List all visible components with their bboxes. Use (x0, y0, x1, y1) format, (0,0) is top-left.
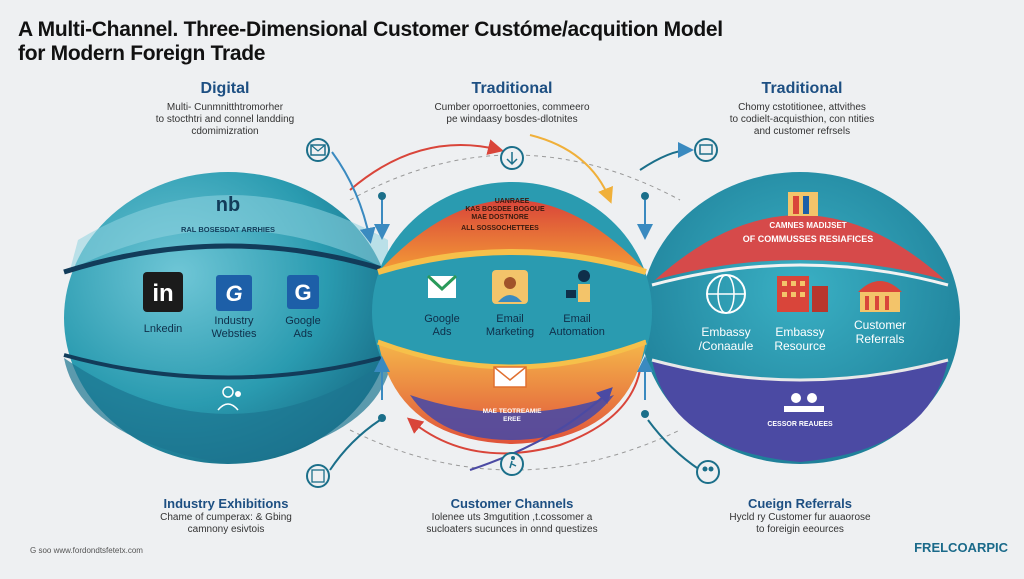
desc-line: to foreigin eeources (756, 524, 844, 535)
desc-line: sucloaters sucunces in onnd questizes (426, 524, 598, 535)
page-title: A Multi-Channel. Three-Dimensional Custo… (18, 18, 723, 66)
building-icon (777, 276, 828, 312)
center-top-line-3: MAE DOSTNORE (471, 214, 529, 221)
user-group-icon (217, 386, 241, 411)
center-top-line-4: ALL SOSSOCHETTEES (461, 225, 539, 232)
industry-icon: G (216, 275, 252, 311)
footer-brand: FRELCOARPIC (914, 540, 1008, 555)
title-line-2: for Modern Foreign Trade (18, 42, 266, 65)
desc-line: Chame of cumperax: & Gbing (160, 512, 292, 523)
google-label-2: Ads (294, 328, 313, 340)
arrow-left-top (331, 151, 376, 244)
desc-line: Multi- Cunmnitthtromorher (166, 102, 284, 113)
arrow-red-top (349, 139, 504, 191)
left-sphere (63, 172, 393, 464)
email-marketing-icon (492, 270, 528, 304)
bottom-heading-2: Customer Channels (450, 496, 574, 511)
google-label-1: Google (285, 315, 320, 327)
arrow-right-bottom (647, 419, 701, 471)
arrow-yellow-top (529, 134, 613, 204)
right-band-line-2: OF COMMUSSES RESIAFICES (743, 234, 874, 244)
bottom-desc-1: Chame of cumperax: & Gbing camnony esivt… (111, 512, 341, 536)
bottom-heading-3: Cueign Referrals (747, 496, 853, 511)
center-item-3-label-1: Email (563, 313, 591, 325)
center-item-2-label-1: Email (496, 313, 524, 325)
right-bottom-label: CESSOR REAUEES (767, 421, 833, 428)
desc-line: cdomimizration (191, 126, 259, 137)
right-item-1-label-2: /Conaaule (699, 339, 754, 353)
center-item-3-label-2: Automation (549, 326, 605, 338)
title-line-1: A Multi-Channel. Three-Dimensional Custo… (18, 18, 723, 41)
center-bottom-line-1: MAE TEOTREAMIE (483, 408, 543, 415)
left-logo: nb (216, 194, 240, 216)
footer-url: G soo www.fordondtsfetetx.com (30, 546, 143, 555)
column-heading-digital: Digital (200, 80, 250, 97)
desc-line: Cumber oporroettonies, commeero (434, 102, 590, 113)
desc-line: Chomy cstotitionee, attvithes (738, 102, 866, 113)
linkedin-icon: in (143, 272, 183, 312)
industry-label-1: Industry (214, 315, 254, 327)
svg-text:G: G (225, 281, 242, 306)
bottom-heading-1: Industry Exhibitions (163, 496, 289, 511)
desc-line: Hycld ry Customer fur auaorose (729, 512, 871, 523)
svg-text:G: G (294, 280, 311, 305)
industry-label-2: Websties (211, 328, 257, 340)
google-ads-icon: G (287, 275, 319, 309)
center-top-line-1: UANRAEE (495, 198, 530, 205)
column-desc-traditional-1: Cumber oporroettonies, commeero pe winda… (397, 102, 627, 126)
linkedin-label: Lnkedin (144, 323, 183, 335)
center-bottom-line-2: EREE (503, 416, 521, 423)
people-node-icon (696, 460, 720, 484)
gmail-icon (426, 274, 458, 298)
center-sphere (372, 182, 652, 444)
runner-node-icon (500, 452, 524, 476)
column-heading-traditional-2: Traditional (761, 80, 843, 97)
right-item-2-label-1: Embassy (775, 325, 824, 339)
email-automation-icon (566, 270, 590, 302)
column-heading-traditional-1: Traditional (471, 80, 553, 97)
desc-line: to stocthtri and connel landding (155, 114, 295, 125)
certificate-icon (788, 192, 818, 216)
right-band-line-1: CAMNES MADIJSET (769, 221, 846, 230)
right-item-1-label-1: Embassy (701, 325, 750, 339)
museum-icon (858, 281, 902, 312)
center-top-line-2: KAS BOSDEE BOGOUE (465, 206, 545, 213)
left-band-label: RAL BOSESDAT ARRHIES (181, 225, 275, 234)
desc-line: pe windaasy bosdes-dlotnites (446, 114, 578, 125)
bottom-desc-3: Hycld ry Customer fur auaorose to foreig… (685, 512, 915, 536)
center-item-1-label-2: Ads (433, 326, 452, 338)
svg-text:in: in (152, 280, 173, 307)
envelope-icon (493, 366, 527, 388)
column-desc-digital: Multi- Cunmnitthtromorher to stocthtri a… (110, 102, 340, 138)
desc-line: and customer refrsels (753, 126, 851, 137)
desc-line: to codielt-acquisthion, con ntities (729, 114, 875, 125)
arrow-right-top (639, 142, 694, 171)
arrow-purple-bottom (469, 387, 613, 471)
right-item-3-label-1: Customer (854, 318, 906, 332)
book-node-icon (694, 138, 718, 162)
globe-icon (706, 274, 746, 314)
bottom-desc-2: Iolenee uts 3mgutition ,t.cossomer a suc… (397, 512, 627, 536)
mail-node-icon (306, 138, 330, 162)
down-node-icon (500, 146, 524, 170)
right-item-3-label-2: Referrals (856, 332, 905, 346)
meeting-icon (784, 393, 824, 412)
column-desc-traditional-2: Chomy cstotitionee, attvithes to codielt… (687, 102, 917, 138)
center-item-2-label-2: Marketing (486, 326, 534, 338)
center-item-1-label-1: Google (424, 313, 459, 325)
desc-line: camnony esivtois (187, 524, 265, 535)
person-node-icon (306, 464, 330, 488)
right-item-2-label-2: Resource (774, 339, 826, 353)
desc-line: Iolenee uts 3mgutition ,t.cossomer a (431, 512, 593, 523)
arrow-left-bottom (329, 419, 381, 471)
arrow-red-bottom (406, 369, 641, 455)
